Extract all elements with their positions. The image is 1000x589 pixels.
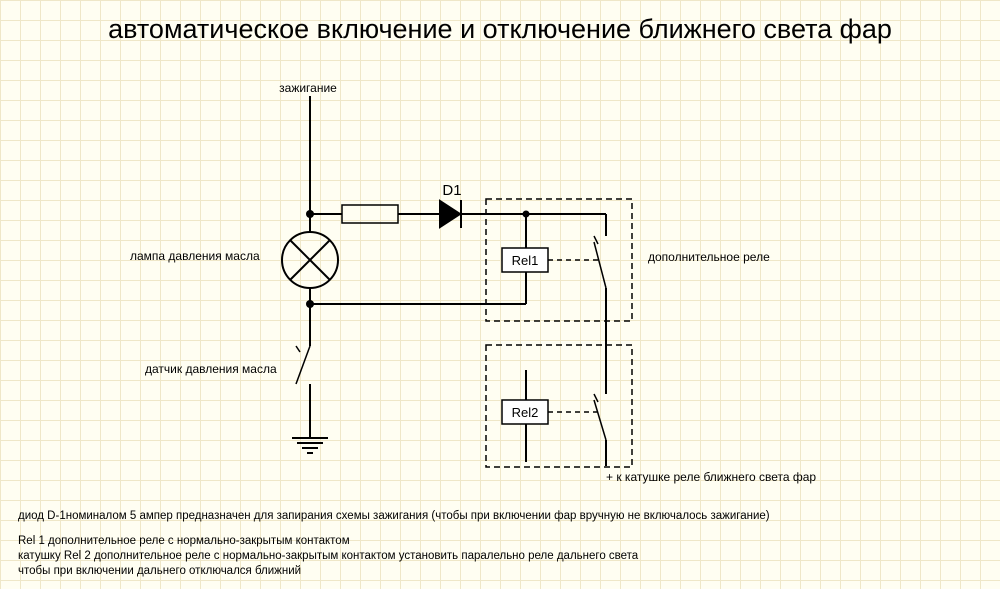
- rel1-contact-tab: [593, 235, 599, 245]
- rel2-contact-tab: [593, 393, 599, 403]
- rel2-contact-blade: [593, 399, 607, 441]
- rel1-coil: [501, 247, 549, 273]
- rel1-label: Rel1: [512, 253, 539, 268]
- lamp-icon: [281, 231, 339, 289]
- rel2-label: Rel2: [512, 405, 539, 420]
- fuse: [341, 204, 399, 224]
- diode-label: D1: [442, 182, 461, 199]
- rel1-contact-blade: [593, 241, 607, 289]
- diode-icon: [439, 199, 462, 229]
- relay-2-enclosure: [485, 344, 633, 468]
- page-title: автоматическое включение и отключение бл…: [108, 14, 892, 44]
- extra-relay-label: дополнительное реле: [648, 250, 770, 264]
- junction-dot: [522, 210, 530, 218]
- junction-dot: [306, 300, 314, 308]
- note-diode: диод D-1номиналом 5 ампер предназначен д…: [18, 510, 770, 522]
- junction-dot: [306, 210, 314, 218]
- ground-icon: [292, 437, 328, 454]
- sensor-switch-tab: [295, 345, 301, 353]
- sensor-label: датчик давления масла: [145, 362, 277, 376]
- ignition-label: зажигание: [279, 81, 337, 95]
- note-rel2: катушку Rel 2 дополнительное реле с норм…: [18, 550, 639, 562]
- sensor-switch-blade: [295, 345, 311, 385]
- lamp-label: лампа давления масла: [130, 249, 260, 263]
- junctions: [306, 210, 530, 308]
- note-rel1: Rel 1 дополнительное реле с нормально-за…: [18, 535, 350, 547]
- note-high-beam: чтобы при включении дальнего отключался …: [18, 565, 302, 577]
- relay-1-enclosure: [485, 198, 633, 322]
- output-label: + к катушке реле ближнего света фар: [606, 470, 816, 484]
